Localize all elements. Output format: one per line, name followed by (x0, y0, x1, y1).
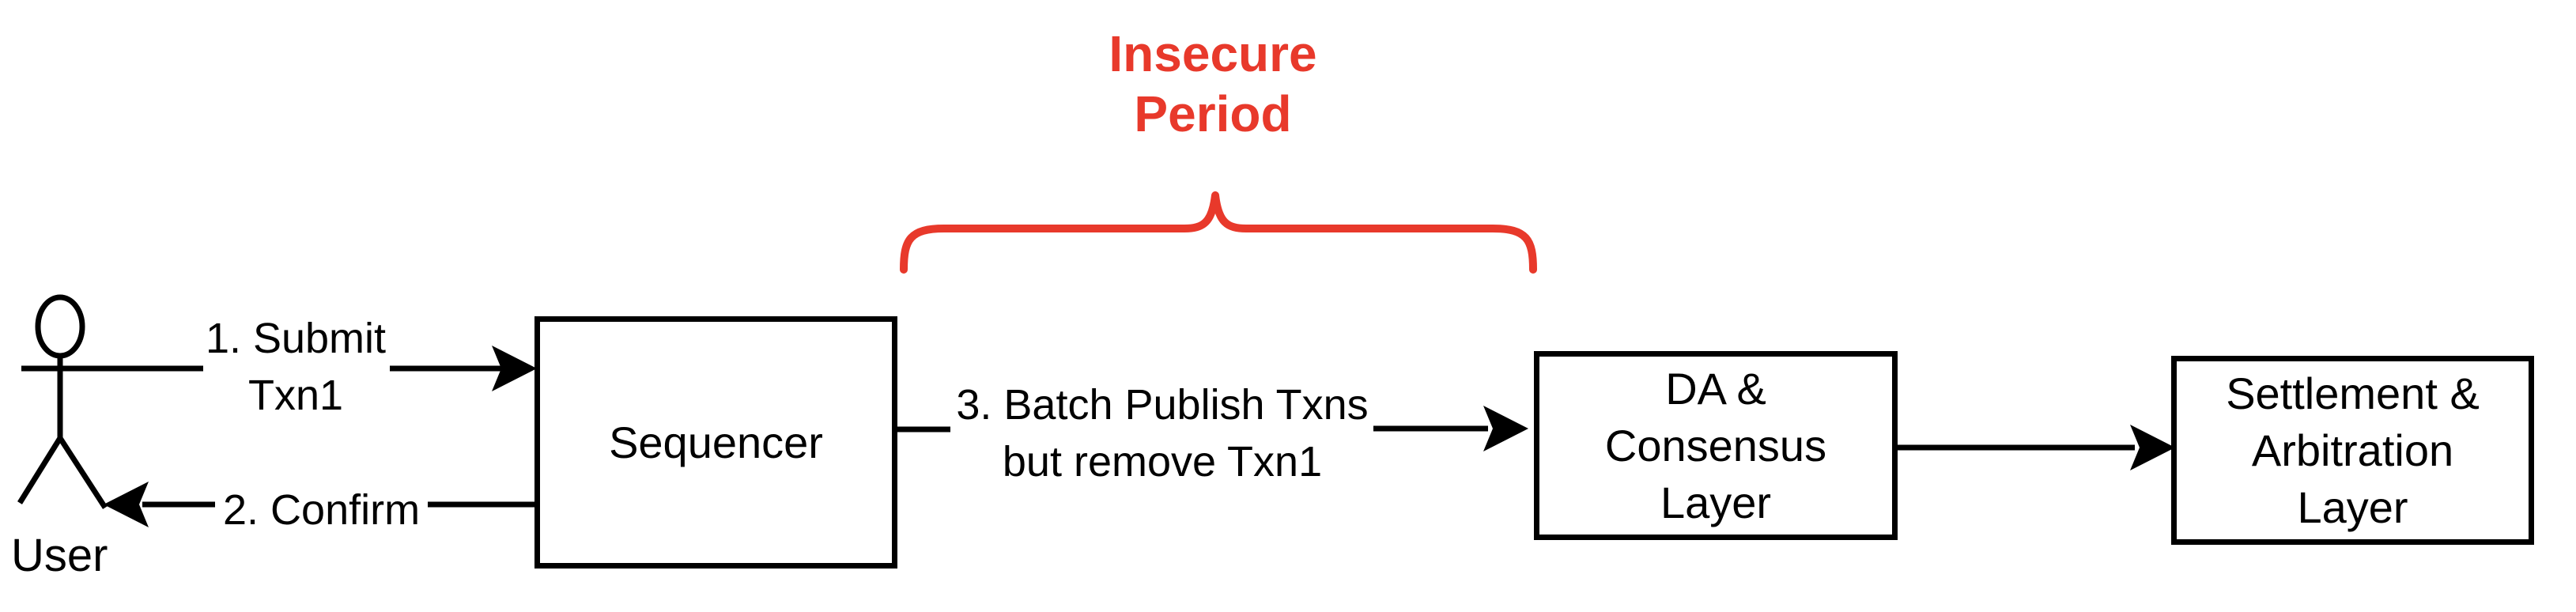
insecure-period-brace-icon (900, 191, 1537, 274)
submit-edge-label: 1. Submit Txn1 (177, 310, 414, 424)
da-node-label-line2: Consensus (1604, 420, 1827, 470)
user-actor-label: User (11, 530, 108, 581)
submit-edge-label-line1: 1. Submit (205, 315, 387, 362)
settlement-arbitration-layer-node: Settlement & Arbitration Layer (2171, 356, 2534, 545)
batch-publish-edge-label-line2: but remove Txn1 (1002, 438, 1323, 485)
confirm-arrowhead-icon (104, 482, 149, 527)
stick-figure-head (35, 294, 85, 359)
insecure-period-label: Insecure Period (1015, 24, 1411, 144)
stick-figure-right-leg (58, 436, 108, 509)
settlement-node-label-line2: Arbitration (2251, 425, 2454, 475)
stick-figure-left-leg (17, 436, 62, 504)
insecure-period-label-line1: Insecure (1109, 25, 1317, 82)
da-consensus-layer-node: DA & Consensus Layer (1534, 351, 1898, 540)
settlement-node-label-line3: Layer (2297, 482, 2408, 532)
confirm-edge-label: 2. Confirm (215, 484, 429, 536)
user-stick-figure-icon (17, 294, 203, 509)
da-to-settlement-arrow (1897, 425, 2175, 470)
sequencer-node: Sequencer (534, 316, 897, 569)
batch-publish-arrow (897, 406, 1528, 451)
da-node-label-line3: Layer (1660, 477, 1772, 527)
submit-arrow (390, 346, 537, 391)
batch-publish-arrowhead-icon (1483, 406, 1528, 451)
sequencer-node-label: Sequencer (609, 417, 823, 467)
batch-publish-edge-label-line1: 3. Batch Publish Txns (956, 381, 1369, 429)
submit-arrowhead-icon (492, 346, 537, 391)
da-to-settlement-arrowhead-icon (2130, 425, 2175, 470)
submit-edge-label-line2: Txn1 (247, 372, 344, 419)
settlement-node-label-line1: Settlement & (2226, 368, 2480, 418)
batch-publish-edge-label: 3. Batch Publish Txns but remove Txn1 (925, 376, 1399, 490)
da-node-label-line1: DA & (1665, 363, 1766, 414)
insecure-period-label-line2: Period (1134, 85, 1292, 142)
